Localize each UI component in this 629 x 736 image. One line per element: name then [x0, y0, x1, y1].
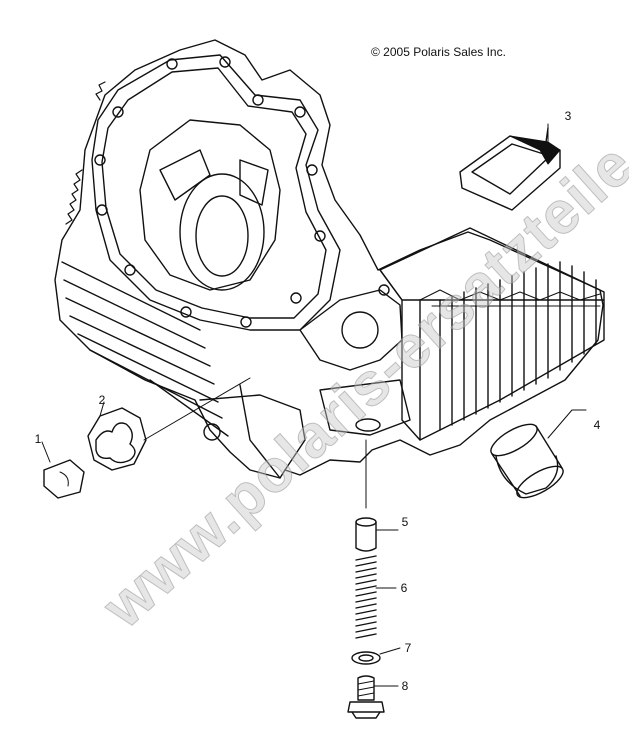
copyright-notice: © 2005 Polaris Sales Inc.	[371, 45, 506, 59]
callout-1: 1	[34, 432, 42, 446]
callout-7: 7	[404, 641, 412, 655]
callout-4: 4	[593, 418, 601, 432]
part-2-rotor	[87, 377, 251, 471]
part-8-bolt	[347, 675, 399, 719]
callout-2: 2	[98, 393, 106, 407]
part-3-cover	[459, 127, 561, 211]
part-6-spring	[355, 555, 397, 639]
finned-sump	[379, 227, 605, 441]
part-5-plunger	[355, 517, 399, 552]
callout-8: 8	[401, 679, 409, 693]
callout-3: 3	[564, 109, 572, 123]
part-4-filter	[490, 409, 587, 499]
callout-5: 5	[401, 515, 409, 529]
part-7-washer	[351, 647, 401, 665]
part-1-key	[41, 441, 85, 499]
callout-6: 6	[400, 581, 408, 595]
crankcase	[54, 39, 604, 479]
